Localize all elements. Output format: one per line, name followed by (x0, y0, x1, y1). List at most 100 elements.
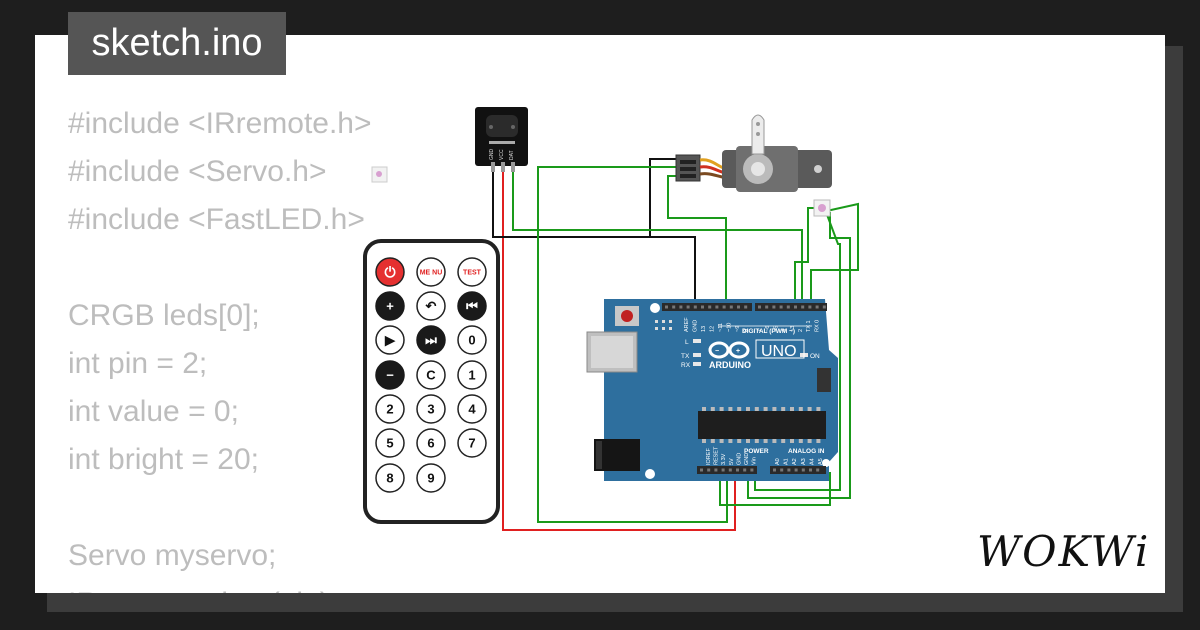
header-pin (765, 305, 769, 309)
wires (492, 158, 859, 531)
pin-label: GND (736, 453, 742, 465)
svg-text:−: − (715, 348, 719, 355)
header-pin (715, 305, 719, 309)
digit-4-button[interactable]: 4 (457, 394, 487, 424)
menu-button[interactable]: ME NU (416, 257, 446, 287)
chip-pin (781, 407, 786, 411)
pin-label: RESET (714, 446, 720, 465)
header-pin (707, 468, 711, 472)
header-pin (816, 468, 820, 472)
wire-black-ir-gnd (492, 165, 696, 308)
back-button-label: ↶ (425, 299, 437, 314)
arduino-infinity-logo (708, 341, 750, 359)
back-button[interactable]: ↶ (416, 291, 446, 321)
digit-0-button[interactable]: 0 (457, 325, 487, 355)
ir-pin-label-gnd: GND (489, 149, 495, 161)
led-label-on: ON (810, 353, 820, 360)
led-label-l: L (685, 339, 689, 346)
digit-8-button[interactable]: 8 (375, 463, 405, 493)
led-label-tx: TX (681, 353, 690, 360)
chip-pin (719, 439, 724, 443)
preview-card: #include <IRremote.h>#include <Servo.h>#… (35, 35, 1165, 593)
digit-5-button-label: 5 (386, 436, 393, 451)
next-button[interactable]: ⏭ (416, 325, 446, 355)
digit-2-button[interactable]: 2 (375, 394, 405, 424)
header-pin (679, 305, 683, 309)
pin-label: 7 (757, 329, 763, 332)
header-pin (744, 305, 748, 309)
digit-1-button-label: 1 (468, 368, 475, 383)
code-listing: #include <IRremote.h>#include <Servo.h>#… (68, 105, 372, 593)
header-pin (794, 468, 798, 472)
wire-green-led-2 (810, 202, 859, 308)
plus-button[interactable]: + (375, 291, 405, 321)
pin-label: 4 (782, 329, 788, 332)
pin-label: GND (693, 320, 699, 332)
prev-button[interactable]: ⏮ (457, 291, 487, 321)
prev-button-label: ⏮ (466, 299, 478, 314)
header-pin (722, 305, 726, 309)
neopixel-led-code (371, 166, 388, 183)
digit-1-button[interactable]: 1 (457, 360, 487, 390)
digit-8-button-label: 8 (386, 471, 393, 486)
neopixel-led-main (813, 199, 831, 217)
test-button[interactable]: TEST (457, 257, 487, 287)
chip-pin (816, 439, 821, 443)
pin-label: A2 (792, 458, 798, 465)
power-button[interactable]: ⏻ (375, 257, 405, 287)
wire-green-led-3 (747, 212, 851, 499)
pin-label: ~11 (718, 323, 724, 332)
chip-pin (719, 407, 724, 411)
file-title-tab: sketch.ino (68, 12, 286, 75)
wire-green-led-1 (794, 207, 820, 308)
wire-green-extra (719, 472, 831, 506)
header-pin (736, 468, 739, 472)
play-button[interactable]: ▶ (375, 325, 405, 355)
test-button-label: TEST (463, 270, 482, 277)
pin-label: 5V (729, 458, 735, 465)
minus-button[interactable]: − (375, 360, 405, 390)
pin-label: 12 (710, 326, 716, 332)
chip-pin (772, 407, 777, 411)
code-line: IRrecv receiver(pin); (68, 585, 372, 593)
digit-7-button-label: 7 (468, 436, 475, 451)
digit-4-button-label: 4 (468, 402, 476, 417)
code-line: int pin = 2; (68, 347, 208, 380)
chip-pin (790, 407, 794, 411)
header-pin (701, 305, 704, 309)
header-pin (794, 305, 797, 309)
header-pin (737, 305, 740, 309)
digit-5-button[interactable]: 5 (375, 428, 405, 458)
digit-9-button[interactable]: 9 (416, 463, 446, 493)
digit-9-button-label: 9 (427, 471, 434, 486)
plus-button-label: + (386, 299, 394, 314)
chip-pin (754, 439, 759, 443)
header-pin (809, 468, 812, 472)
digit-7-button[interactable]: 7 (457, 428, 487, 458)
svg-text:+: + (736, 348, 740, 355)
digit-3-button[interactable]: 3 (416, 394, 446, 424)
pin-label: Vin (752, 457, 758, 465)
pin-label: A3 (801, 458, 807, 465)
code-line: #include <Servo.h> (68, 155, 327, 188)
pin-label: A5 (818, 458, 824, 465)
chip-pin (763, 439, 768, 443)
ir-pin-label-dat: DAT (509, 150, 515, 160)
code-line: int bright = 20; (68, 443, 259, 476)
chip-pin (728, 439, 733, 443)
pin-label: A0 (775, 458, 781, 465)
code-line: CRGB leds[0]; (68, 299, 260, 332)
pin-label: RX 0 (814, 320, 820, 332)
c-button[interactable]: C (416, 360, 446, 390)
power-label: POWER (744, 448, 769, 455)
header-pin (822, 305, 826, 309)
header-pin (700, 468, 703, 472)
minus-button-label: − (386, 368, 394, 383)
wokwi-logo-text: WOKWi (977, 527, 1150, 576)
pin-label: 13 (701, 326, 707, 332)
digit-6-button[interactable]: 6 (416, 428, 446, 458)
header-pin (758, 305, 761, 309)
pin-label: GND (744, 453, 750, 465)
